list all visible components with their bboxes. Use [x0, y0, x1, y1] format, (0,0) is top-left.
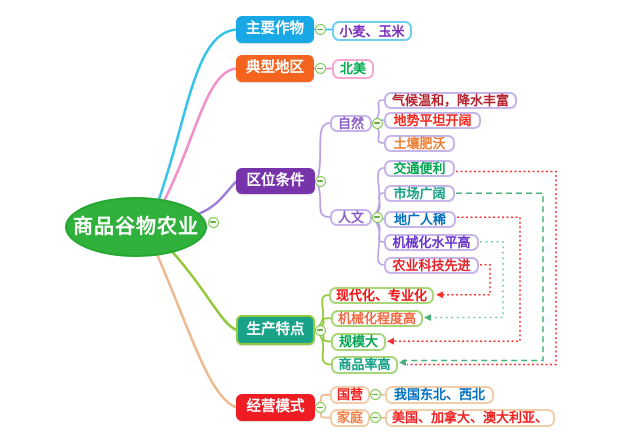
cross-link-transport-to-commodity [407, 170, 557, 366]
connector-production-commodity [318, 333, 332, 366]
branch-line-production [166, 245, 239, 332]
node-family-run[interactable]: 家庭 [330, 409, 370, 427]
node-natural-factors[interactable]: 自然 [330, 114, 372, 132]
node-state-run[interactable]: 国营 [330, 386, 370, 404]
branch-line-region [160, 67, 239, 207]
cross-link-mechlevel-to-mechdegree [428, 240, 504, 319]
node-high-mechanization-level[interactable]: 机械化水平高 [384, 233, 479, 251]
arrow-into-scale-icon [387, 337, 394, 345]
node-operation-mode[interactable]: 经营模式 [236, 394, 315, 421]
collapse-button-production[interactable] [314, 324, 326, 336]
arrow-into-commodity-icon [399, 359, 406, 366]
branch-line-location [196, 179, 239, 216]
connector-production-modern [318, 294, 330, 327]
node-flat-terrain[interactable]: 地势平坦开阔 [384, 111, 481, 129]
connector-natural-soil [375, 126, 385, 144]
collapse-button-human[interactable] [371, 211, 383, 223]
node-high-commodity-rate[interactable]: 商品率高 [331, 356, 398, 374]
node-climate-mild-rainfall[interactable]: 气候温和，降水丰富 [384, 91, 517, 109]
collapse-button-region[interactable] [314, 63, 326, 74]
node-china-northeast-northwest[interactable]: 我国东北、西北 [385, 386, 494, 404]
node-fertile-soil[interactable]: 土壤肥沃 [384, 134, 455, 152]
node-main-crops[interactable]: 主要作物 [236, 16, 314, 43]
node-broad-market[interactable]: 市场广阔 [384, 184, 455, 202]
connector-location-human [317, 184, 331, 218]
arrow-into-modern-icon [436, 291, 443, 299]
cross-link-land-to-scale [390, 216, 521, 343]
connector-natural-climate [375, 99, 385, 120]
branch-line-crops [156, 28, 239, 204]
cross-link-tech-to-modern [438, 264, 491, 296]
connector-human-transport [375, 167, 385, 214]
collapse-button-family[interactable] [369, 412, 381, 424]
connector-location-natural [317, 122, 331, 178]
arrow-into-mechdegree-icon [424, 314, 431, 321]
node-usa-canada-australia[interactable]: 美国、加拿大、澳大利亚、 [385, 409, 555, 427]
node-wheat-corn[interactable]: 小麦、玉米 [332, 21, 412, 41]
node-large-scale[interactable]: 规模大 [331, 333, 386, 351]
cross-link-market-to-commodity [402, 192, 544, 362]
node-modern-specialized[interactable]: 现代化、专业化 [329, 286, 434, 304]
connector-human-tech [375, 221, 385, 266]
node-vast-land-sparse-population[interactable]: 地广人稀 [384, 210, 456, 228]
branch-line-operation [154, 250, 239, 409]
collapse-button-operation[interactable] [314, 402, 326, 413]
collapse-button-location[interactable] [314, 175, 326, 187]
center-node[interactable]: 商品谷物农业 [65, 197, 207, 257]
node-north-america[interactable]: 北美 [332, 58, 374, 79]
collapse-button-state[interactable] [369, 389, 381, 401]
collapse-button-natural[interactable] [371, 117, 383, 129]
node-production-features[interactable]: 生产特点 [236, 315, 315, 345]
collapse-button-crops[interactable] [314, 24, 326, 35]
collapse-button-center[interactable] [207, 216, 219, 228]
node-convenient-transport[interactable]: 交通便利 [384, 159, 455, 177]
node-advanced-agri-tech[interactable]: 农业科技先进 [384, 256, 479, 274]
node-human-factors[interactable]: 人文 [330, 208, 372, 226]
node-typical-region[interactable]: 典型地区 [236, 55, 314, 82]
node-high-mechanization-degree[interactable]: 机械化程度高 [331, 309, 423, 327]
node-location-conditions[interactable]: 区位条件 [236, 168, 315, 194]
